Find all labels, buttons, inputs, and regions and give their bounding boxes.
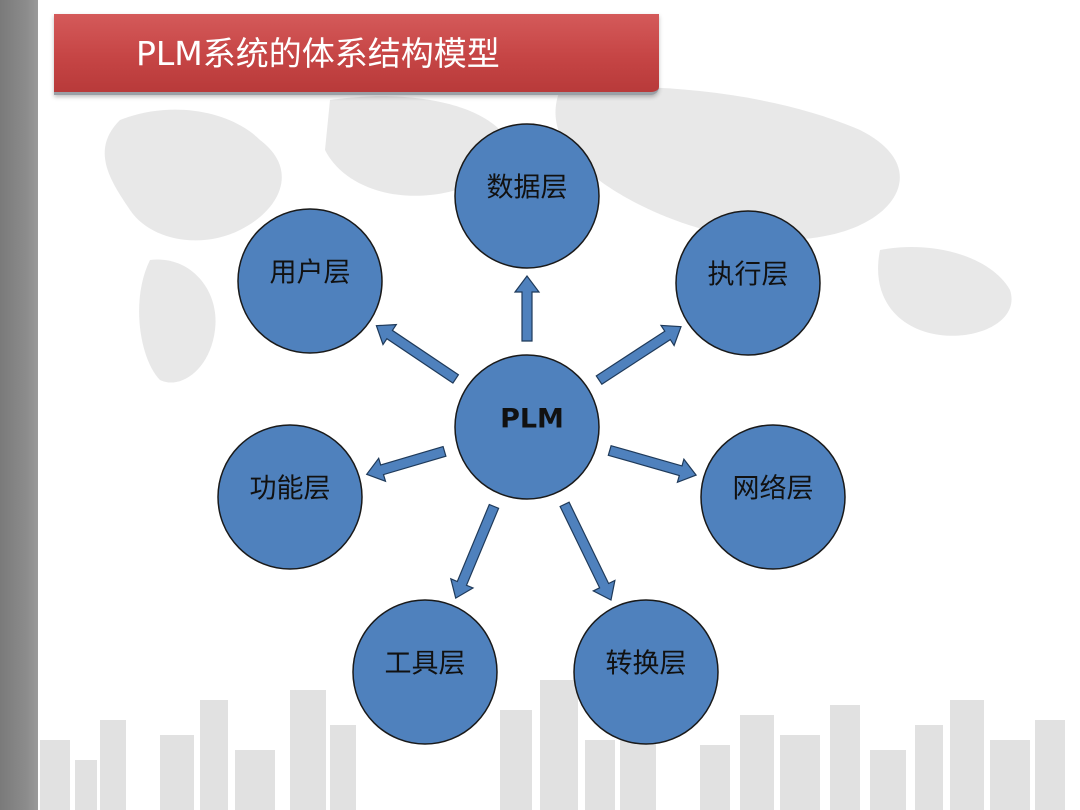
arrow-to-network-layer — [607, 444, 698, 484]
node-label-execution-layer: 执行层 — [708, 260, 789, 291]
arrow-to-execution-layer — [595, 324, 682, 386]
arrow-to-conversion-layer — [559, 501, 616, 601]
arrow-to-function-layer — [365, 445, 447, 483]
node-label-conversion-layer: 转换层 — [606, 649, 687, 680]
node-execution-layer — [675, 210, 821, 356]
node-label-tool-layer: 工具层 — [385, 649, 466, 680]
center-node-label: PLM — [500, 404, 564, 435]
title-bar: PLM系统的体系结构模型 — [54, 14, 659, 95]
arrow-to-tool-layer — [449, 503, 500, 600]
node-label-data-layer: 数据层 — [487, 173, 568, 204]
node-conversion-layer — [573, 599, 719, 745]
arrow-to-user-layer — [375, 323, 460, 384]
arrow-to-data-layer — [513, 275, 541, 342]
node-user-layer — [237, 208, 383, 354]
left-sidebar-strip — [0, 0, 38, 810]
node-tool-layer — [352, 599, 498, 745]
node-label-network-layer: 网络层 — [733, 474, 814, 505]
node-network-layer — [700, 424, 846, 570]
node-function-layer — [217, 424, 363, 570]
node-data-layer — [454, 123, 600, 269]
node-label-user-layer: 用户层 — [270, 258, 351, 289]
node-label-function-layer: 功能层 — [250, 474, 331, 505]
center-node-plm — [454, 354, 600, 500]
slide-title: PLM系统的体系结构模型 — [136, 34, 500, 73]
